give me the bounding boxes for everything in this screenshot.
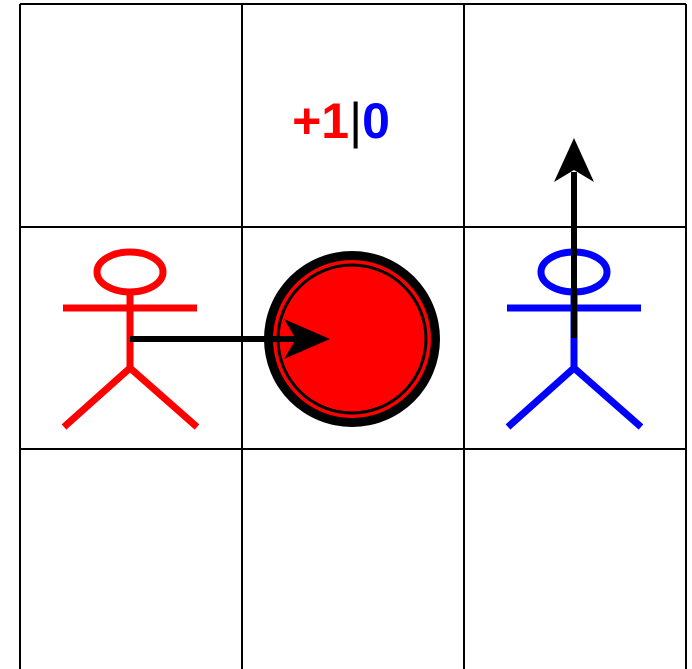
score-red: +1 (292, 93, 349, 149)
score-separator: | (349, 93, 362, 149)
score-label: +1|0 (292, 93, 390, 149)
score-blue: 0 (362, 93, 390, 149)
